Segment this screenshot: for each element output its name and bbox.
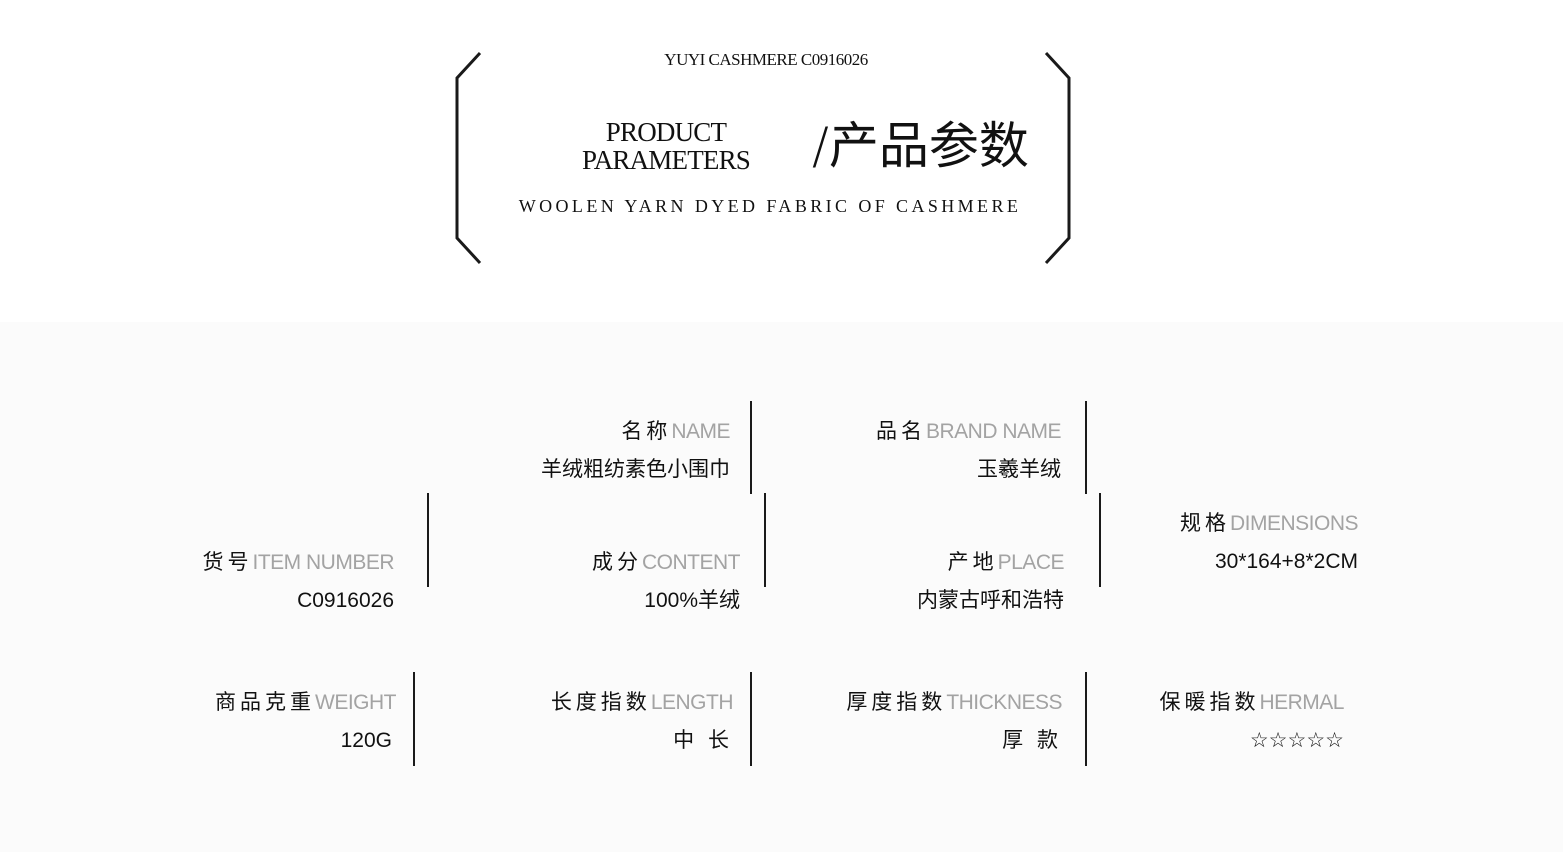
- param-brand-label-cn: 品名: [875, 420, 926, 443]
- param-name: 名称NAME 羊绒粗纺素色小围巾: [541, 419, 730, 483]
- param-brand-label-en: BRAND NAME: [925, 420, 1062, 443]
- param-place-label-en: PLACE: [997, 551, 1065, 574]
- header-section: YUYI CASHMERE C0916026 PRODUCT PARAMETER…: [0, 0, 1563, 322]
- param-weight-label-en: WEIGHT: [315, 691, 397, 714]
- right-bracket: [1044, 51, 1071, 265]
- param-content-label-en: CONTENT: [642, 551, 741, 574]
- param-length-value: 中 长: [673, 729, 733, 752]
- left-bracket: [455, 51, 482, 265]
- param-place: 产地PLACE 内蒙古呼和浩特: [917, 550, 1065, 614]
- param-content-label-cn: 成分: [592, 551, 642, 574]
- param-thermal-stars: ☆☆☆☆☆: [1249, 729, 1344, 752]
- parameters-panel: 名称NAME 羊绒粗纺素色小围巾 品名BRAND NAME 玉羲羊绒 货号ITE…: [0, 322, 1563, 852]
- param-content-value: 100%羊绒: [644, 589, 740, 612]
- divider: [750, 672, 752, 766]
- divider: [413, 672, 415, 766]
- param-name-value: 羊绒粗纺素色小围巾: [541, 458, 730, 481]
- title-english-line2: PARAMETERS: [581, 145, 751, 175]
- param-item-number-label-en: ITEM NUMBER: [252, 551, 395, 574]
- param-length: 长度指数LENGTH 中 长: [550, 690, 734, 754]
- param-place-label-cn: 产地: [947, 551, 998, 574]
- param-name-label-en: NAME: [671, 420, 730, 443]
- param-content: 成分CONTENT 100%羊绒: [592, 550, 741, 614]
- divider: [1099, 493, 1101, 587]
- title-chinese: /产品参数: [812, 117, 1029, 175]
- divider: [750, 401, 752, 494]
- param-item-number-label-cn: 货号: [202, 551, 253, 574]
- param-thickness: 厚度指数THICKNESS 厚 款: [846, 690, 1062, 754]
- param-thermal-label-en: HERMAL: [1259, 691, 1344, 714]
- param-thickness-label-en: THICKNESS: [946, 691, 1062, 714]
- param-weight-value: 120G: [340, 729, 392, 752]
- param-thermal: 保暖指数HERMAL ☆☆☆☆☆: [1159, 690, 1344, 754]
- param-weight: 商品克重WEIGHT 120G: [215, 690, 397, 754]
- subtitle: WOOLEN YARN DYED FABRIC OF CASHMERE: [518, 196, 1022, 216]
- param-brand: 品名BRAND NAME 玉羲羊绒: [875, 419, 1062, 483]
- param-dimensions-label-en: DIMENSIONS: [1229, 512, 1359, 535]
- param-place-value: 内蒙古呼和浩特: [917, 589, 1064, 612]
- param-item-number-value: C0916026: [297, 589, 394, 612]
- param-thickness-label-cn: 厚度指数: [846, 691, 947, 714]
- title-english: PRODUCT PARAMETERS: [560, 118, 772, 174]
- param-length-label-cn: 长度指数: [550, 691, 651, 714]
- param-thickness-value: 厚 款: [1002, 729, 1062, 752]
- param-weight-label-cn: 商品克重: [215, 691, 315, 714]
- param-thermal-label-cn: 保暖指数: [1159, 691, 1260, 714]
- param-length-label-en: LENGTH: [650, 691, 734, 714]
- divider: [1085, 401, 1087, 494]
- divider: [427, 493, 429, 587]
- param-dimensions-value: 30*164+8*2CM: [1214, 550, 1358, 573]
- divider: [764, 493, 766, 587]
- product-code-line: YUYI CASHMERE C0916026: [664, 50, 868, 69]
- param-item-number: 货号ITEM NUMBER C0916026: [203, 550, 395, 614]
- param-name-label-cn: 名称: [621, 420, 672, 443]
- divider: [1085, 672, 1087, 766]
- param-dimensions-label-cn: 规格: [1179, 512, 1230, 535]
- param-brand-value: 玉羲羊绒: [977, 458, 1061, 481]
- param-dimensions: 规格DIMENSIONS 30*164+8*2CM: [1179, 511, 1359, 575]
- title-english-line1: PRODUCT: [605, 117, 727, 147]
